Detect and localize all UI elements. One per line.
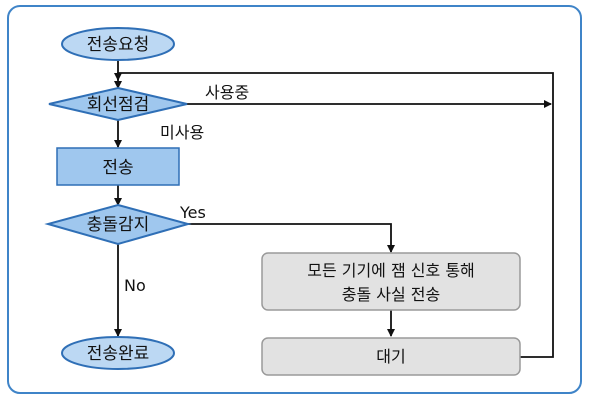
node-transmit: 전송 [56, 147, 180, 186]
node-notify-label-line2: 충돌 사실 전송 [342, 285, 441, 304]
node-wait-label: 대기 [376, 347, 405, 366]
node-check-line-label: 회선점검 [87, 95, 150, 115]
node-detect-collision: 충돌감지 [44, 203, 192, 246]
diagram-frame [7, 5, 582, 394]
edge-label-in-use: 사용중 [205, 83, 249, 102]
node-notify: 모든 기기에 잼 신호 통해 충돌 사실 전송 [261, 252, 521, 311]
edge-label-no: No [124, 276, 146, 295]
edge-label-not-in-use: 미사용 [160, 123, 204, 142]
node-end-label: 전송완료 [87, 344, 150, 364]
node-wait: 대기 [261, 337, 521, 376]
edge-wait-loop-back [114, 72, 554, 358]
node-start-label: 전송요청 [87, 35, 150, 55]
node-notify-label-line1: 모든 기기에 잼 신호 통해 [307, 261, 475, 280]
node-end: 전송완료 [61, 336, 175, 370]
edge-label-yes: Yes [179, 203, 206, 222]
node-detect-collision-label: 충돌감지 [87, 215, 150, 235]
node-start: 전송요청 [61, 27, 175, 61]
node-check-line: 회선점검 [48, 86, 188, 122]
edge-detect-yes [188, 223, 395, 253]
node-transmit-label: 전송 [102, 158, 133, 178]
